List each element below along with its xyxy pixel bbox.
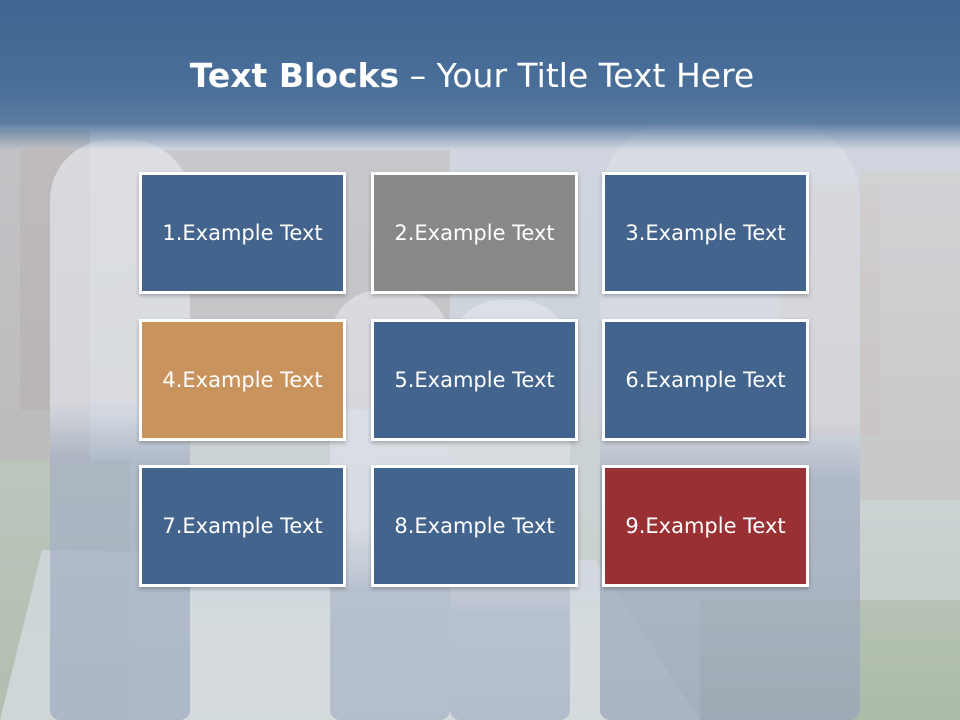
background-stone-wall	[860, 170, 960, 500]
text-block-4[interactable]: 4.Example Text	[139, 319, 346, 441]
text-block-2[interactable]: 2.Example Text	[371, 172, 578, 294]
text-block-label: 4.Example Text	[162, 368, 323, 392]
text-block-label: 3.Example Text	[625, 221, 786, 245]
text-block-6[interactable]: 6.Example Text	[602, 319, 809, 441]
text-block-1[interactable]: 1.Example Text	[139, 172, 346, 294]
text-block-label: 2.Example Text	[394, 221, 555, 245]
text-block-label: 6.Example Text	[625, 368, 786, 392]
text-block-label: 1.Example Text	[162, 221, 323, 245]
text-block-label: 5.Example Text	[394, 368, 555, 392]
slide-title-bold: Text Blocks	[189, 56, 400, 95]
text-block-label: 9.Example Text	[625, 514, 786, 538]
text-block-label: 7.Example Text	[162, 514, 323, 538]
slide-title-rest: – Your Title Text Here	[399, 56, 755, 95]
slide-title: Text Blocks – Your Title Text Here	[0, 56, 944, 96]
text-block-8[interactable]: 8.Example Text	[371, 465, 578, 587]
text-block-9[interactable]: 9.Example Text	[602, 465, 809, 587]
text-block-7[interactable]: 7.Example Text	[139, 465, 346, 587]
text-block-label: 8.Example Text	[394, 514, 555, 538]
text-block-5[interactable]: 5.Example Text	[371, 319, 578, 441]
title-banner: Text Blocks – Your Title Text Here	[0, 0, 960, 150]
text-block-3[interactable]: 3.Example Text	[602, 172, 809, 294]
